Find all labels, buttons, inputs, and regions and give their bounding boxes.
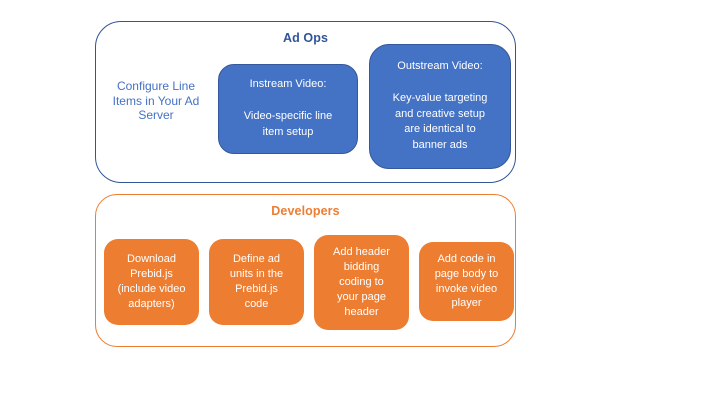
adops-group: Ad Ops Configure Line Items in Your Ad S…: [95, 21, 516, 183]
adops-group-title: Ad Ops: [282, 31, 329, 45]
developers-group: Developers Download Prebid.js (include v…: [95, 194, 516, 347]
adops-side-note: Configure Line Items in Your Ad Server: [112, 79, 200, 123]
instream-video-box: Instream Video: Video-specific line item…: [218, 64, 358, 154]
developers-group-title: Developers: [271, 204, 340, 218]
download-prebid-box: Download Prebid.js (include video adapte…: [104, 239, 199, 325]
invoke-video-player-box: Add code in page body to invoke video pl…: [419, 242, 514, 321]
outstream-video-box: Outstream Video: Key-value targeting and…: [369, 44, 511, 169]
add-header-bidding-box: Add header bidding coding to your page h…: [314, 235, 409, 330]
define-ad-units-box: Define ad units in the Prebid.js code: [209, 239, 304, 325]
